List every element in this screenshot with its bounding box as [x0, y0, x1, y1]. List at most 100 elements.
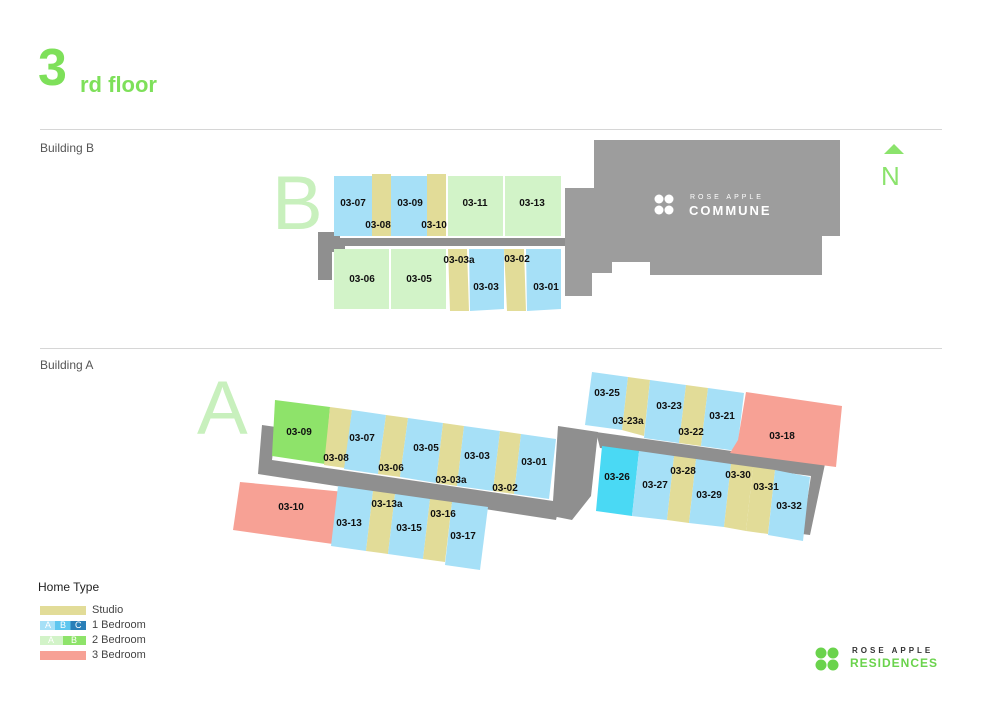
unit-a-03-22[interactable]	[679, 385, 708, 446]
unit-b-03-03a[interactable]	[448, 249, 469, 311]
legend-item-2-bedroom: A B 2 Bedroom	[40, 634, 146, 646]
unit-b-03-08[interactable]	[372, 174, 391, 236]
unit-a-03-01[interactable]	[514, 434, 556, 499]
unit-a-03-02[interactable]	[493, 431, 521, 494]
commune-sub: ROSE APPLE	[690, 194, 764, 201]
legend-tag: A	[45, 619, 52, 630]
unit-a-03-03[interactable]	[457, 426, 500, 491]
unit-a-03-10[interactable]	[233, 482, 345, 545]
legend-label: 3 Bedroom	[92, 649, 146, 661]
unit-a-03-16[interactable]	[423, 499, 452, 562]
unit-b-03-11[interactable]	[448, 176, 503, 236]
unit-label: 03-32	[776, 501, 802, 512]
unit-label: 03-25	[594, 388, 620, 399]
unit-a-03-17[interactable]	[445, 502, 488, 570]
unit-label: 03-13	[519, 198, 545, 209]
unit-label: 03-03a	[443, 255, 475, 266]
unit-label: 03-23a	[612, 416, 644, 427]
unit-label: 03-15	[396, 523, 422, 534]
unit-label: 03-03a	[435, 475, 467, 486]
unit-a-03-05[interactable]	[400, 418, 443, 483]
legend-title: Home Type	[38, 580, 100, 594]
unit-a-03-07[interactable]	[344, 410, 386, 474]
floor-number: 3	[38, 39, 67, 97]
unit-a-03-18[interactable]	[730, 392, 842, 467]
brand-sub: ROSE APPLE	[852, 646, 934, 655]
legend-label: Studio	[92, 604, 124, 616]
unit-a-03-29[interactable]	[689, 459, 731, 527]
divider	[40, 348, 942, 349]
unit-a-03-27[interactable]	[632, 451, 674, 520]
unit-label: 03-21	[709, 411, 735, 422]
legend-item-1-bedroom: A B C 1 Bedroom	[40, 619, 146, 631]
unit-b-03-09[interactable]	[391, 176, 427, 236]
legend-tag: B	[71, 634, 78, 645]
commune-logo-icon	[654, 194, 674, 215]
unit-a-03-28[interactable]	[667, 456, 696, 523]
unit-a-03-08[interactable]	[324, 407, 352, 468]
unit-label: 03-23	[656, 401, 682, 412]
unit-label: 03-08	[323, 453, 349, 464]
unit-b-03-13[interactable]	[505, 176, 561, 236]
unit-b-03-07[interactable]	[334, 176, 372, 236]
unit-label: 03-30	[725, 470, 751, 481]
unit-label: 03-02	[492, 483, 518, 494]
unit-a-03-21[interactable]	[701, 388, 744, 451]
building-b-label: Building B	[40, 141, 95, 155]
unit-a-03-31[interactable]	[746, 467, 775, 534]
unit-label: 03-13a	[371, 499, 403, 510]
unit-b-03-01[interactable]	[526, 249, 561, 311]
commune-name: COMMUNE	[689, 203, 772, 218]
unit-a-03-13[interactable]	[331, 486, 373, 551]
unit-a-03-26[interactable]	[596, 446, 639, 516]
unit-b-03-03[interactable]	[469, 249, 504, 311]
building-a-letter: A	[197, 366, 248, 451]
unit-b-03-05[interactable]	[391, 249, 446, 309]
unit-b-03-02[interactable]	[504, 249, 526, 311]
unit-label: 03-29	[696, 490, 722, 501]
unit-label: 03-05	[406, 274, 432, 285]
unit-label: 03-01	[521, 457, 547, 468]
unit-label: 03-26	[604, 472, 630, 483]
unit-a-03-13a[interactable]	[366, 491, 395, 554]
unit-a-03-23[interactable]	[644, 380, 686, 443]
legend-tag: B	[60, 619, 67, 630]
legend-label: 1 Bedroom	[92, 619, 146, 631]
unit-label: 03-02	[504, 254, 530, 265]
unit-label: 03-11	[462, 198, 487, 209]
unit-a-03-09[interactable]	[272, 400, 330, 464]
legend-swatch	[40, 650, 86, 660]
unit-label: 03-06	[378, 463, 404, 474]
legend-tag: A	[48, 634, 55, 645]
unit-label: 03-07	[349, 433, 375, 444]
unit-b-03-06[interactable]	[334, 249, 389, 309]
brand-name: RESIDENCES	[850, 656, 939, 670]
unit-label: 03-13	[336, 518, 362, 529]
unit-label: 03-09	[286, 427, 312, 438]
unit-a-03-03a[interactable]	[436, 423, 464, 486]
corridor	[258, 425, 560, 520]
unit-a-03-25[interactable]	[585, 372, 628, 430]
unit-label: 03-18	[769, 431, 795, 442]
unit-b-03-10[interactable]	[427, 174, 446, 236]
unit-label: 03-27	[642, 480, 668, 491]
unit-a-03-23a[interactable]	[622, 377, 650, 436]
unit-a-03-32[interactable]	[768, 470, 810, 541]
corridor	[318, 232, 565, 280]
unit-label: 03-07	[340, 198, 366, 209]
legend-label: 2 Bedroom	[92, 634, 146, 646]
unit-label: 03-09	[397, 198, 423, 209]
unit-label: 03-17	[450, 531, 476, 542]
unit-label: 03-03	[473, 282, 499, 293]
legend-tag: C	[75, 619, 82, 630]
unit-a-03-06[interactable]	[378, 415, 408, 477]
unit-a-03-30[interactable]	[724, 464, 753, 531]
legend-item-studio: Studio	[40, 604, 123, 616]
north-label: N	[881, 161, 900, 191]
unit-label: 03-16	[430, 509, 456, 520]
unit-label: 03-22	[678, 427, 704, 438]
unit-a-03-15[interactable]	[388, 494, 430, 559]
legend-item-3-bedroom: 3 Bedroom	[40, 649, 146, 661]
north-arrow-icon	[884, 144, 904, 154]
